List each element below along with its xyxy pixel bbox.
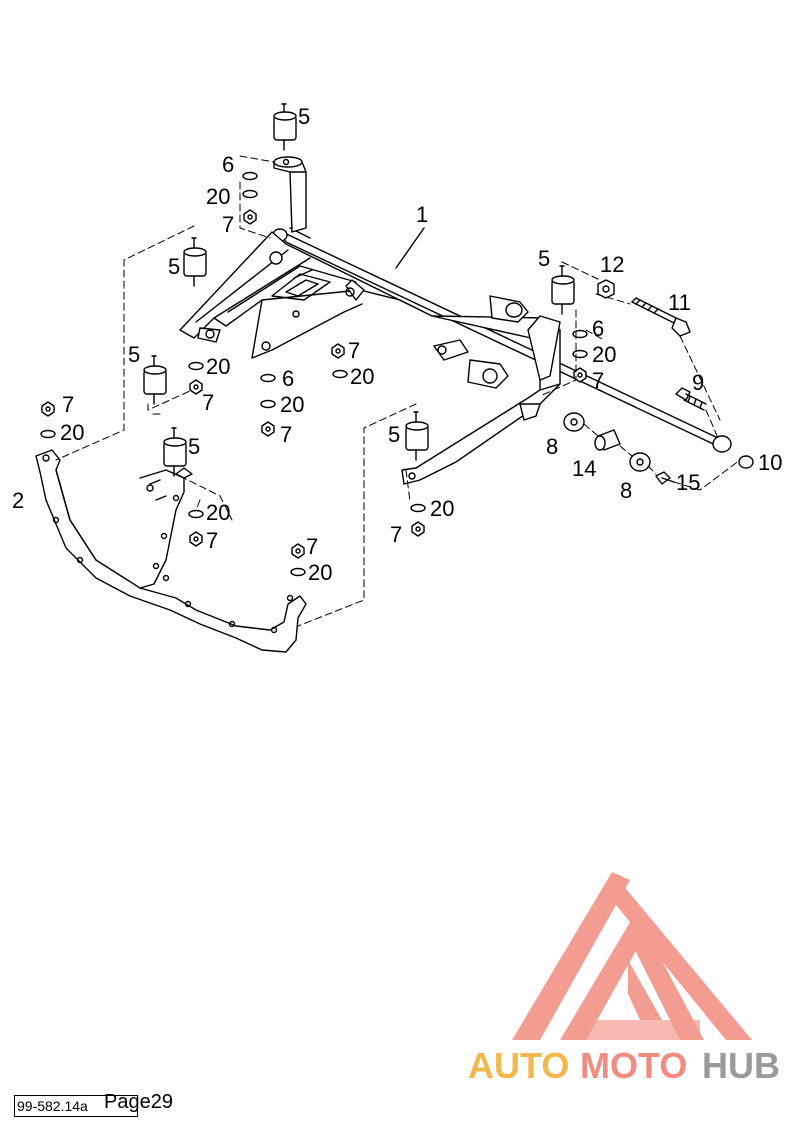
frame-tube [272,227,732,453]
callout-20: 20 [60,420,84,445]
leader-line-part-1 [395,227,425,269]
callout-5: 5 [388,422,400,447]
callout-15: 15 [676,470,700,495]
bolt-15 [655,471,675,485]
page-number: Page29 [104,1091,173,1113]
rubber-mount-left-upper [183,237,207,287]
callout-2: 2 [12,488,24,513]
bush-14 [594,429,621,451]
callout-6: 6 [592,316,604,341]
bolt-9 [675,387,707,411]
callout-7: 7 [390,522,402,547]
lower-bracket [35,449,307,653]
logo-text-auto: AUTO [468,1045,569,1086]
washers-and-nuts [40,171,588,577]
bolt-11 [631,297,691,337]
nut-12 [597,279,615,299]
callout-5: 5 [298,104,310,129]
rubber-mount-right-upper [551,265,575,315]
callout-20: 20 [206,354,230,379]
callout-7: 7 [206,528,218,553]
callout-7: 7 [592,368,604,393]
logo-text-moto: MOTO [580,1045,687,1086]
callout-6: 6 [282,366,294,391]
callout-5: 5 [188,434,200,459]
callout-9: 9 [692,370,704,395]
callout-8: 8 [546,434,558,459]
rubber-mount-left-lower [143,355,167,405]
dashed-assembly-lines [55,155,741,627]
callout-11: 11 [668,290,691,315]
callout-20: 20 [430,496,454,521]
callout-7: 7 [280,422,292,447]
logo-text-hub: HUB [702,1045,780,1086]
callout-1: 1 [416,202,428,227]
callout-7: 7 [348,338,360,363]
callout-20: 20 [308,560,332,585]
document-code: 99-582.14a [14,1095,138,1117]
callout-labels: 5 6 20 7 1 5 5 12 11 6 20 7 5 20 7 6 20 … [12,104,782,585]
rubber-mount-right-lower [405,411,429,461]
callout-5: 5 [538,246,550,271]
logo-wordmark: AUTO MOTO HUB [468,1045,780,1086]
right-frame-plate [401,295,561,485]
callout-20: 20 [280,392,304,417]
logo-triangle-icon [512,872,752,1040]
callout-20: 20 [350,364,374,389]
callout-14: 14 [572,456,596,481]
callout-5: 5 [128,342,140,367]
callout-20: 20 [206,500,230,525]
callout-7: 7 [222,212,234,237]
callout-8: 8 [620,478,632,503]
callout-7: 7 [306,534,318,559]
washer-8-lower [629,452,651,472]
washer-8-upper [563,412,585,432]
rubber-mount-bracket [163,427,187,477]
callout-6: 6 [222,152,234,177]
cap-10 [738,455,754,469]
callout-10: 10 [758,450,782,475]
callout-5: 5 [168,254,180,279]
left-frame-plate [179,231,433,359]
rubber-mount-top [273,103,297,151]
callout-20: 20 [206,184,230,209]
callout-20: 20 [592,342,616,367]
callout-7: 7 [202,390,214,415]
callout-7: 7 [62,392,74,417]
callout-12: 12 [600,252,624,277]
